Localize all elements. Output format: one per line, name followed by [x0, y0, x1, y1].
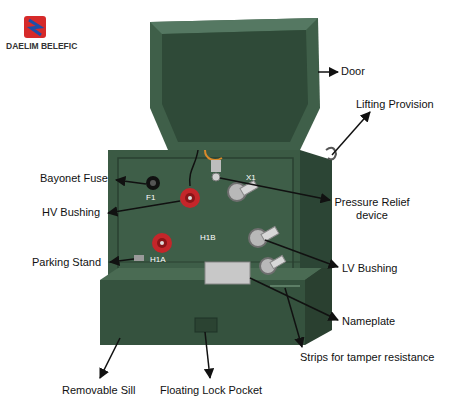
leader-arrow — [110, 259, 134, 262]
callout-label: Nameplate — [342, 315, 432, 328]
spade — [270, 256, 286, 269]
logo-icon — [24, 16, 46, 38]
callout-label: Removable Sill — [62, 384, 162, 397]
logo-square — [24, 16, 46, 38]
lv-bushing — [228, 181, 258, 201]
callout-label: Pressure Relief device — [322, 196, 422, 221]
pressure-relief-ring — [212, 173, 220, 181]
cabinet-side — [300, 150, 332, 285]
leader-arrow — [285, 288, 302, 347]
leader-arrow — [332, 112, 370, 155]
leader-arrow — [108, 201, 180, 213]
callout-label: HV Bushing — [42, 206, 122, 219]
hv-bushing — [180, 188, 200, 208]
bushing-body — [152, 233, 172, 253]
leader-arrow — [116, 180, 146, 184]
bayonet-fuse — [146, 176, 160, 190]
cabinet-front — [108, 150, 300, 285]
bushing-pin — [160, 241, 164, 245]
leader-arrow — [205, 332, 210, 378]
bushing-core — [185, 193, 195, 203]
leader-arrow — [100, 338, 120, 378]
wire — [190, 150, 198, 186]
lv-bushing — [260, 256, 286, 274]
door-outer — [150, 18, 320, 150]
leader-arrow — [220, 178, 330, 200]
bushing-body — [180, 188, 200, 208]
door-inner — [162, 30, 308, 142]
leader-arrow — [318, 71, 338, 73]
equipment-panel — [118, 158, 293, 276]
spade — [261, 227, 279, 242]
marking-text: F1 — [146, 193, 166, 202]
nameplate — [205, 262, 250, 284]
leaders — [100, 72, 370, 378]
fuse-cap — [150, 180, 156, 186]
marking-text: H1A — [150, 255, 180, 264]
parking-stand — [134, 255, 144, 261]
callout-label: Floating Lock Pocket — [160, 384, 290, 397]
callout-label: LV Bushing — [342, 262, 432, 275]
tamper-strip — [270, 285, 300, 287]
hv-bushing — [152, 233, 172, 253]
logo-bolt — [29, 20, 41, 35]
callout-label: Strips for tamper resistance — [300, 351, 472, 364]
callout-label: Bayonet Fuse — [40, 172, 120, 185]
lifting-lug — [326, 148, 336, 160]
pressure-relief-body — [211, 160, 221, 172]
callout-label: Lifting Provision — [356, 98, 466, 111]
bushing-pin — [188, 196, 192, 200]
marking-text: X1 — [246, 173, 266, 182]
leader-arrow — [250, 278, 338, 320]
leader-arrow — [265, 240, 338, 267]
logo-text: DAELIM BELEFIC — [6, 42, 96, 52]
lock-pocket — [195, 318, 217, 332]
bushing-core — [157, 238, 167, 248]
callout-label: Parking Stand — [32, 256, 112, 269]
wire — [205, 150, 222, 160]
callout-label: Door — [341, 65, 401, 78]
marking-text: H1B — [200, 233, 230, 242]
